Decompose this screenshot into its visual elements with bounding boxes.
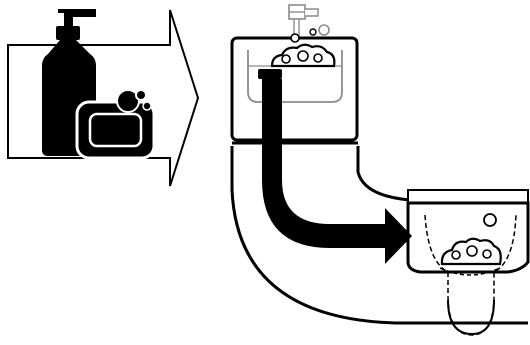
soap-bar-icon <box>75 89 156 160</box>
right-arrow-icon <box>7 9 200 187</box>
faucet-icon <box>288 4 330 37</box>
toilet-bowl-icon <box>424 213 517 336</box>
suds-bubbles-icon <box>270 28 336 68</box>
flow-arrow-icon <box>262 79 412 264</box>
